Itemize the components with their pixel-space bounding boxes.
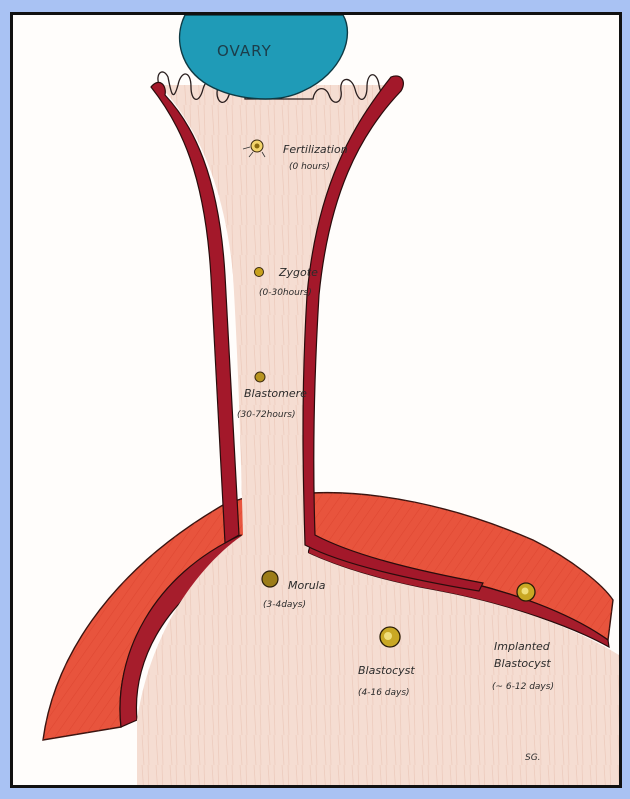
tube-wall-right bbox=[302, 75, 484, 592]
stage-time-zygote: (0-30hours) bbox=[259, 288, 312, 298]
ovary bbox=[178, 15, 349, 100]
implanted-blastocyst-cell-icon bbox=[516, 582, 536, 602]
zygote-cell-icon bbox=[254, 267, 264, 277]
stage-label-morula: Morula bbox=[288, 579, 326, 592]
stage-time-fertilization: (0 hours) bbox=[289, 162, 330, 172]
stage-time-morula: (3-4days) bbox=[263, 600, 306, 610]
stage-time-implanted: (~ 6-12 days) bbox=[492, 682, 554, 692]
stage-label-implanted: Implanted bbox=[494, 640, 551, 653]
blastocyst-cell-icon bbox=[379, 626, 401, 648]
stage-label-implanted-2: Blastocyst bbox=[494, 657, 551, 670]
tube-wall-left bbox=[150, 81, 240, 545]
stage-label-zygote: Zygote bbox=[278, 266, 318, 279]
fertilization-cell-icon bbox=[242, 139, 266, 158]
stage-label-fertilization: Fertilization bbox=[283, 143, 348, 156]
stage-time-blastomere: (30-72hours) bbox=[237, 410, 295, 420]
artist-signature: SG. bbox=[525, 753, 541, 763]
stage-label-blastomere: Blastomere bbox=[244, 387, 307, 400]
stage-label-blastocyst: Blastocyst bbox=[358, 664, 415, 677]
stage-time-blastocyst: (4-16 days) bbox=[358, 688, 410, 698]
morula-cell-icon bbox=[261, 570, 279, 588]
ovary-label: OVARY bbox=[217, 42, 272, 60]
diagram-frame: OVARY Fertilization (0 hours) Zygote (0-… bbox=[10, 12, 622, 788]
blastomere-cell-icon bbox=[254, 371, 266, 383]
fallopian-tube-diagram: OVARY Fertilization (0 hours) Zygote (0-… bbox=[42, 15, 619, 785]
